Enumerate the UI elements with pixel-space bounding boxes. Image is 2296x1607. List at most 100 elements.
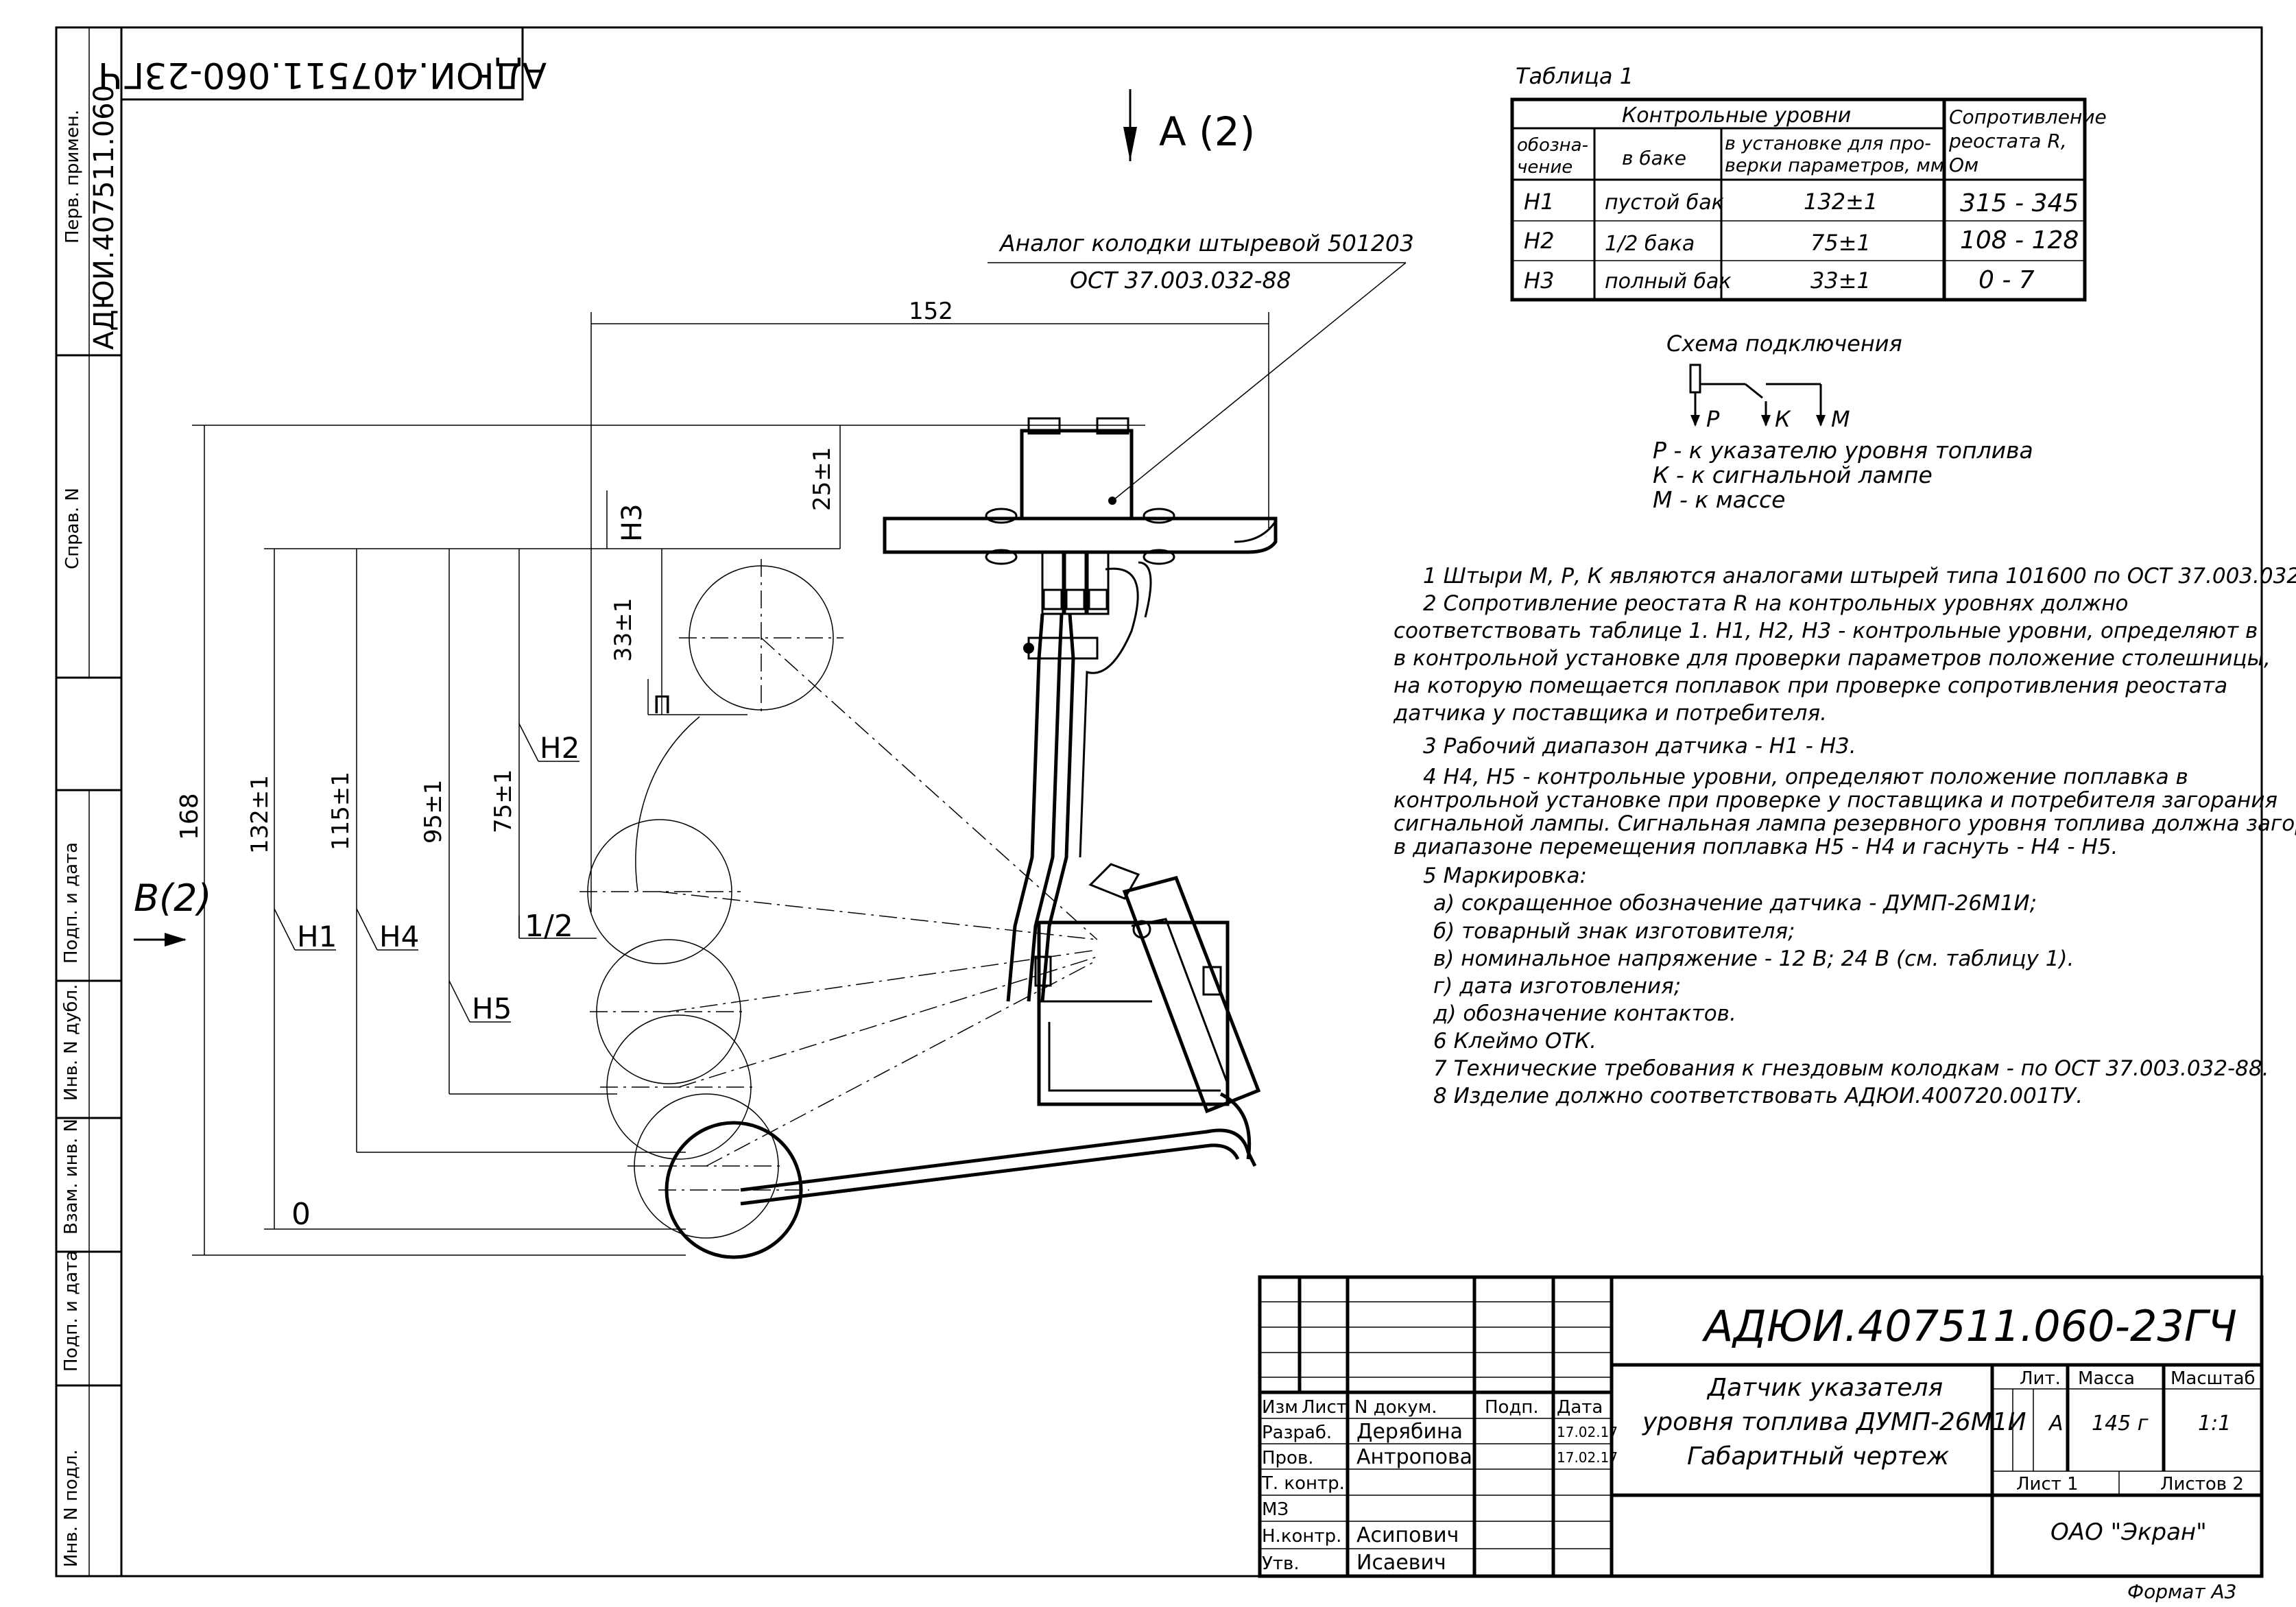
table-row-h3-designation: H3 <box>1524 267 1554 294</box>
note-line: контрольной установке при проверке у пос… <box>1394 788 2277 813</box>
table-row-h1-install: 132±1 <box>1804 189 1878 215</box>
title-block <box>1258 1275 2264 1578</box>
nkontr-label: Н.контр. <box>1262 1526 1341 1547</box>
note-line: 8 Изделие должно соответствовать АДЮИ.40… <box>1433 1084 2083 1108</box>
control-levels-table <box>1510 97 2087 302</box>
sign-date-label: Подп. и дата <box>61 842 82 964</box>
table-row-h1-resistance: 315 - 345 <box>1960 189 2079 217</box>
sensor-assembly <box>658 417 1278 1259</box>
title-code: АДЮИ.407511.060-23ГЧ <box>1701 1301 2237 1351</box>
title-name-line2: уровня топлива ДУМП-26М1И <box>1642 1408 2026 1436</box>
dup-inv-label: Инв. N дубл. <box>61 984 82 1101</box>
dim-168: 168 <box>176 793 204 840</box>
connector-callout <box>988 262 1407 503</box>
mark-h4: H4 <box>379 920 419 953</box>
callout-line1: Аналог колодки штыревой 501203 <box>998 230 1414 257</box>
sheets-label: Листов 2 <box>2160 1474 2244 1495</box>
mass-value: 145 г <box>2092 1412 2149 1436</box>
note-line: 6 Клеймо ОТК. <box>1433 1029 1597 1054</box>
table-row-h2-tank: 1/2 бака <box>1605 232 1695 256</box>
note-line: 7 Технические требования к гнездовым кол… <box>1433 1056 2269 1081</box>
note-line: 1 Штыри М, Р, К являются аналогами штыре… <box>1423 564 2296 588</box>
callout-line2: ОСТ 37.003.032-88 <box>1070 267 1291 294</box>
prov-label: Пров. <box>1262 1448 1314 1468</box>
float-positions <box>579 559 1098 1239</box>
table-caption: Таблица 1 <box>1516 63 1634 89</box>
note-line: а) сокращенное обозначение датчика - ДУМ… <box>1433 891 2037 916</box>
prov-name: Антропова <box>1356 1445 1472 1469</box>
table-row-h3-tank: полный бак <box>1605 270 1731 294</box>
table-res-header-2: реостата R, <box>1948 130 2067 152</box>
schema-legend-k: К - к сигнальной лампе <box>1653 462 1933 488</box>
lit-value: А <box>2048 1412 2064 1436</box>
view-a-label: A (2) <box>1159 108 1255 155</box>
dimension-lines <box>192 312 1269 1256</box>
table-group-header: Контрольные уровни <box>1622 104 1851 128</box>
sign-date-label-2: Подп. и дата <box>61 1250 82 1372</box>
schema-pin-p: Р <box>1706 406 1720 432</box>
mass-label: Масса <box>2078 1368 2135 1389</box>
technical-notes: 1 Штыри М, Р, К являются аналогами штыре… <box>1393 564 2296 1108</box>
note-line: г) дата изготовления; <box>1433 974 1681 999</box>
note-line: на которую помещается поплавок при прове… <box>1394 674 2227 698</box>
table-res-header-1: Сопротивление <box>1949 106 2107 128</box>
note-line: в контрольной установке для проверки пар… <box>1394 646 2271 671</box>
mark-h5: H5 <box>472 992 512 1025</box>
table-col3-header-1: в установке для про- <box>1725 133 1931 154</box>
sheet-label: Лист 1 <box>2016 1474 2079 1495</box>
schema-pin-k: К <box>1775 406 1791 432</box>
dim-33: 33±1 <box>610 598 637 662</box>
mark-zero: 0 <box>291 1197 311 1232</box>
mz-label: МЗ <box>1262 1499 1289 1520</box>
dim-75: 75±1 <box>490 770 517 833</box>
dim-152: 152 <box>909 298 953 325</box>
mark-h2: H2 <box>540 731 579 765</box>
format-label: Формат А3 <box>2127 1580 2236 1603</box>
note-line: 3 Рабочий диапазон датчика - H1 - H3. <box>1423 734 1856 759</box>
table-row-h3-install: 33±1 <box>1810 267 1871 294</box>
first-use-value: АДЮИ.407511.060 <box>88 85 120 350</box>
table-row-h2-resistance: 108 - 128 <box>1960 226 2079 254</box>
repl-inv-label: Взам. инв. N <box>61 1119 82 1235</box>
dim-25: 25±1 <box>809 447 836 511</box>
mark-h1: H1 <box>297 920 337 953</box>
note-line: датчика у поставщика и потребителя. <box>1393 701 1827 726</box>
view-b-label: B(2) <box>134 877 212 920</box>
note-line: б) товарный знак изготовителя; <box>1433 919 1795 944</box>
razrab-date: 17.02.17 <box>1557 1424 1618 1440</box>
nkontr-name: Асипович <box>1356 1523 1459 1547</box>
scale-value: 1:1 <box>2198 1412 2231 1436</box>
hdr-ndok: N докум. <box>1354 1397 1437 1418</box>
dim-132: 132±1 <box>246 775 274 854</box>
top-left-code-box <box>120 26 524 101</box>
lit-label: Лит. <box>2020 1368 2061 1389</box>
schema-title: Схема подключения <box>1666 331 1902 357</box>
table-row-h1-designation: H1 <box>1524 189 1554 215</box>
view-b-arrow <box>134 933 187 947</box>
table-row-h2-install: 75±1 <box>1810 230 1871 256</box>
level-leaders <box>274 490 649 1023</box>
hdr-izm: Изм <box>1262 1397 1298 1418</box>
razrab-name: Дерябина <box>1356 1420 1463 1444</box>
note-line: д) обозначение контактов. <box>1433 1001 1736 1026</box>
schema-pin-m: М <box>1831 406 1850 432</box>
view-a-arrow <box>1123 89 1137 161</box>
title-name-line1: Датчик указателя <box>1706 1374 1943 1402</box>
dim-115: 115±1 <box>327 772 355 850</box>
table-res-header-3: Ом <box>1949 154 1978 176</box>
prov-date: 17.02.17 <box>1557 1449 1618 1466</box>
table-row-h2-designation: H2 <box>1524 228 1554 254</box>
hdr-list: Лист <box>1302 1397 1347 1418</box>
org-name: ОАО "Экран" <box>2050 1519 2207 1546</box>
utv-name: Исаевич <box>1356 1551 1446 1575</box>
note-line: сигнальной лампы. Сигнальная лампа резер… <box>1394 811 2296 836</box>
table-col3-header-2: верки параметров, мм <box>1725 155 1944 176</box>
schema-legend-p: Р - к указателю уровня топлива <box>1653 437 2033 464</box>
razrab-label: Разраб. <box>1262 1423 1332 1443</box>
note-line: соответствовать таблице 1. H1, H2, H3 - … <box>1394 619 2258 643</box>
mark-p: П <box>653 691 671 719</box>
first-use-label: Перв. примен. <box>62 110 83 243</box>
schema-legend-m: М - к массе <box>1653 486 1786 513</box>
top-left-code: АДЮИ.407511.060-23ГЧ <box>98 54 547 95</box>
